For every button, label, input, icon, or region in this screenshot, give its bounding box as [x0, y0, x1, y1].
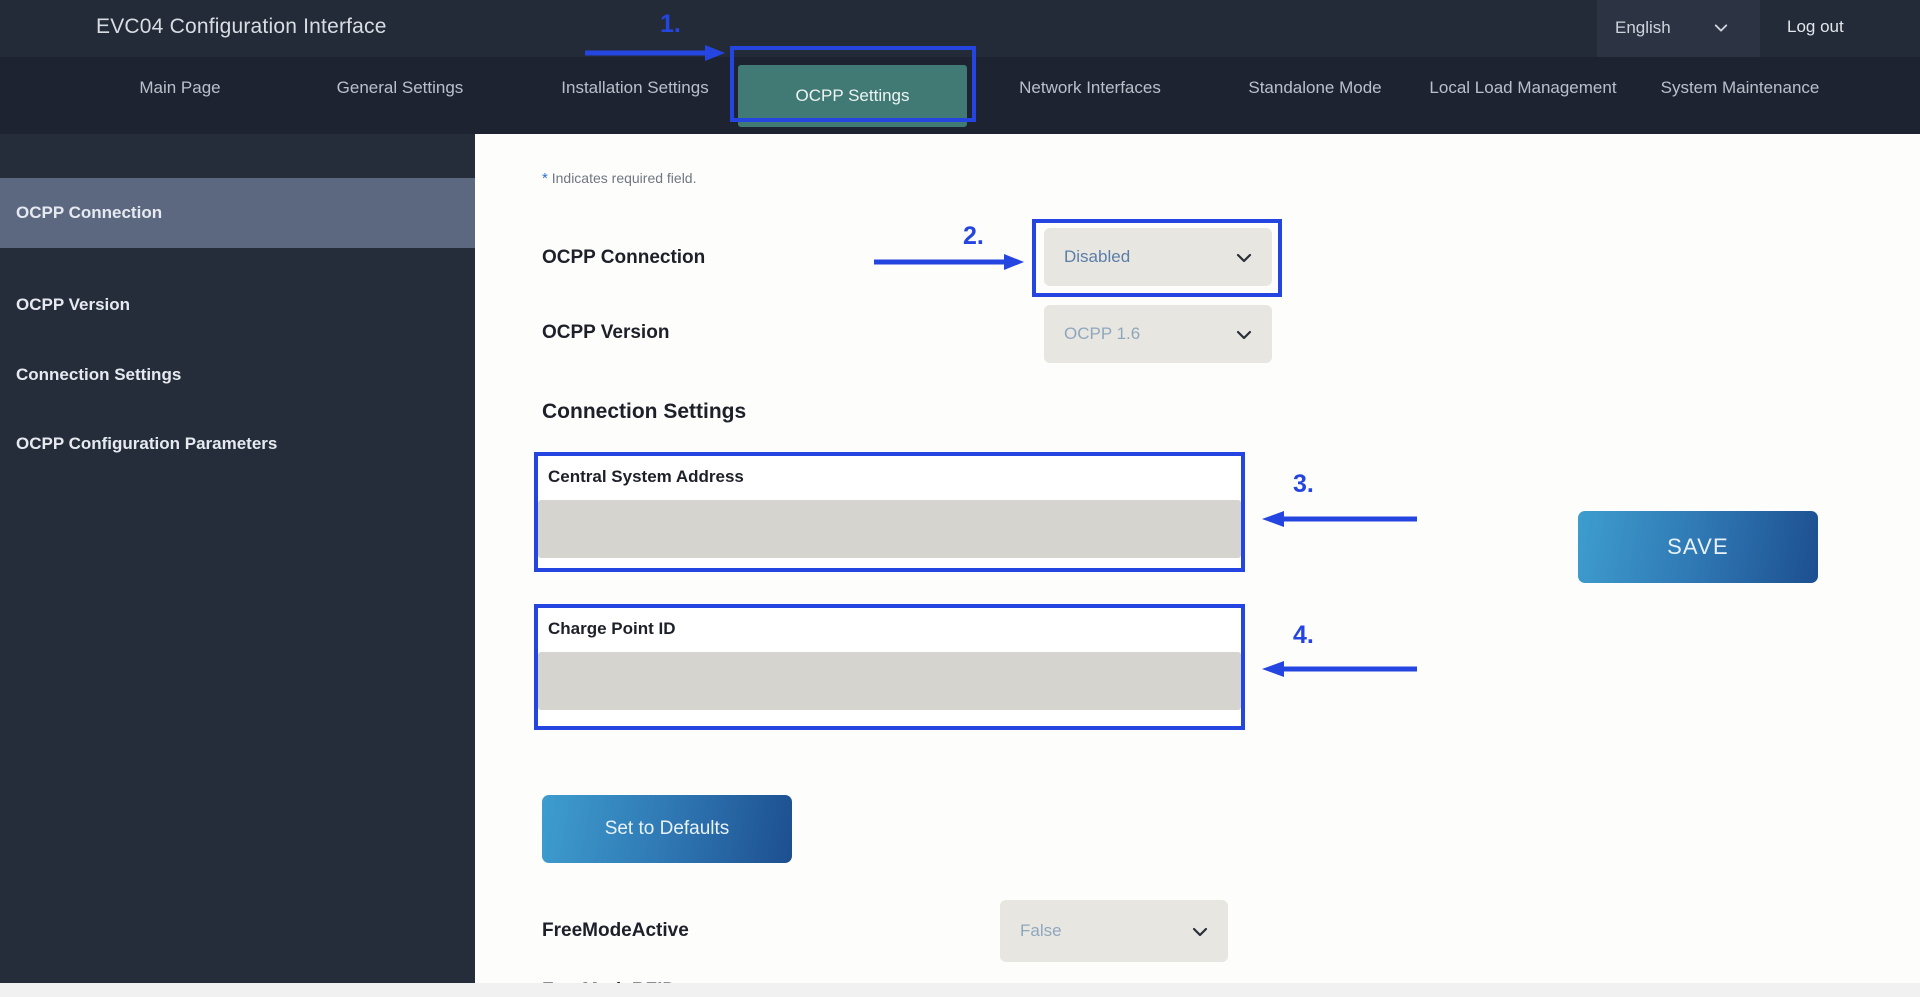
bottom-strip	[0, 983, 1920, 997]
required-field-note: * Indicates required field.	[542, 170, 697, 187]
language-label: English	[1615, 18, 1671, 37]
sidebar-item-connection-settings[interactable]: Connection Settings	[16, 365, 182, 384]
tab-general-settings[interactable]: General Settings	[336, 78, 464, 97]
ocpp-connection-label: OCPP Connection	[542, 247, 706, 268]
ocpp-version-label: OCPP Version	[542, 322, 670, 343]
tab-main-page[interactable]: Main Page	[139, 78, 221, 97]
annotation-arrow-4	[1262, 661, 1417, 677]
set-to-defaults-button[interactable]: Set to Defaults	[542, 795, 792, 863]
tab-network-interfaces[interactable]: Network Interfaces	[1019, 78, 1161, 97]
tab-installation-settings[interactable]: Installation Settings	[561, 78, 709, 97]
required-note-text: Indicates required field.	[551, 170, 697, 186]
annotation-arrow-1	[585, 45, 725, 61]
chevron-down-icon	[1236, 330, 1252, 340]
central-system-address-input[interactable]	[538, 500, 1241, 558]
central-system-address-field[interactable]: Central System Address	[534, 452, 1245, 572]
charge-point-id-label: Charge Point ID	[548, 619, 676, 638]
ocpp-version-value: OCPP 1.6	[1064, 324, 1141, 343]
free-mode-active-value: False	[1020, 921, 1062, 940]
annotation-number-1: 1.	[660, 10, 681, 38]
logout-button[interactable]: Log out	[1787, 17, 1844, 36]
charge-point-id-field[interactable]: Charge Point ID	[534, 604, 1245, 730]
top-bar: EVC04 Configuration Interface English Lo…	[0, 0, 1920, 57]
tab-standalone-mode[interactable]: Standalone Mode	[1248, 78, 1382, 97]
free-mode-active-label: FreeModeActive	[542, 920, 689, 941]
central-system-address-label: Central System Address	[548, 467, 744, 486]
tab-ocpp-settings[interactable]: OCPP Settings	[738, 65, 967, 127]
sidebar: OCPP Connection OCPP Version Connection …	[0, 134, 475, 983]
annotation-number-4: 4.	[1293, 621, 1314, 649]
ocpp-version-dropdown[interactable]: OCPP 1.6	[1044, 305, 1272, 363]
save-button[interactable]: SAVE	[1578, 511, 1818, 583]
ocpp-connection-value: Disabled	[1064, 247, 1131, 266]
free-mode-active-dropdown[interactable]: False	[1000, 900, 1228, 962]
sidebar-item-ocpp-configuration-parameters[interactable]: OCPP Configuration Parameters	[16, 434, 278, 453]
sidebar-item-ocpp-version[interactable]: OCPP Version	[16, 295, 131, 314]
annotation-number-2: 2.	[963, 222, 984, 250]
tab-local-load-management[interactable]: Local Load Management	[1429, 78, 1617, 97]
required-star: *	[542, 170, 548, 187]
annotation-arrow-2	[874, 254, 1024, 270]
connection-settings-section-title: Connection Settings	[542, 400, 747, 423]
annotation-number-3: 3.	[1293, 470, 1314, 498]
main-tab-bar: Main Page General Settings Installation …	[0, 57, 1920, 134]
chevron-down-icon	[1236, 253, 1252, 263]
ocpp-connection-dropdown[interactable]: Disabled	[1044, 228, 1272, 286]
sidebar-item-ocpp-connection[interactable]: OCPP Connection	[0, 178, 475, 248]
page-title: EVC04 Configuration Interface	[96, 15, 387, 38]
annotation-arrow-3	[1262, 511, 1417, 527]
chevron-down-icon	[1192, 927, 1208, 937]
chevron-down-icon	[1714, 24, 1728, 32]
language-selector[interactable]: English	[1597, 0, 1760, 57]
tab-system-maintenance[interactable]: System Maintenance	[1660, 78, 1820, 97]
charge-point-id-input[interactable]	[538, 652, 1241, 710]
